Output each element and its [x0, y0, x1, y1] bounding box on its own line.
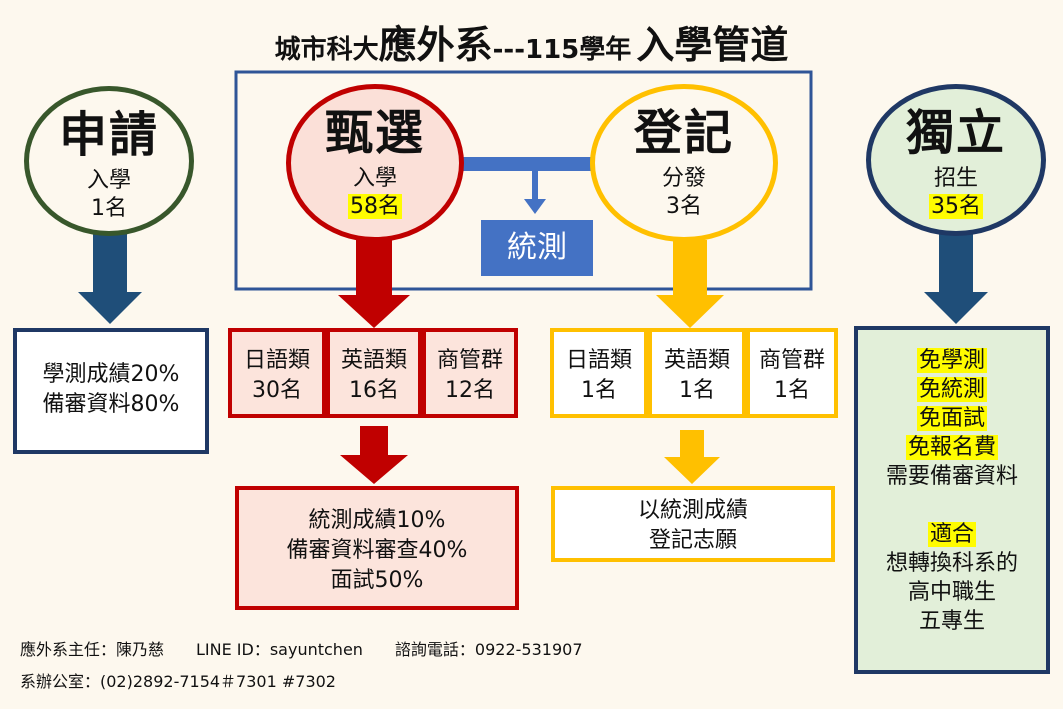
channel-registration-name: 登記: [633, 105, 734, 161]
channel-registration-sub: 分發: [661, 166, 706, 191]
arrow-registration: [656, 240, 724, 328]
registration-criteria-box: 以統測成績 登記志願: [551, 486, 835, 562]
title-prefix: 城市科大: [274, 35, 379, 65]
registration-group: 商管群 1名: [746, 328, 838, 418]
independent-benefit: 免學測: [916, 348, 987, 373]
connector-stem: [532, 171, 538, 201]
channel-selection-quota: 58名: [348, 194, 402, 219]
footer-contact: 應外系主任：陳乃慈 LINE ID：sayuntchen 諮詢電話：0922-5…: [20, 636, 583, 660]
channel-application-name: 申請: [58, 107, 159, 163]
selection-group: 商管群 12名: [422, 328, 518, 418]
selection-criteria-box: 統測成績10% 備審資料審查40% 面試50%: [235, 486, 519, 610]
registration-criterion: 登記志願: [648, 528, 737, 553]
application-criteria-box: 學測成績20% 備審資料80%: [13, 328, 209, 454]
channel-application-sub: 入學: [86, 168, 131, 193]
selection-group-name: 英語類: [340, 348, 407, 373]
selection-group-quota: 12名: [445, 378, 495, 403]
independent-benefit: 免面試: [916, 406, 987, 431]
registration-group-quota: 1名: [774, 378, 810, 403]
title-dept: 應外系: [378, 23, 493, 67]
arrow-registration-criteria: [664, 430, 720, 484]
selection-group: 日語類 30名: [228, 328, 326, 418]
independent-requirement: 需要備審資料: [885, 464, 1018, 489]
selection-group-name: 商管群: [436, 348, 503, 373]
page-title: 城市科大應外系---115學年 入學管道: [0, 14, 1063, 69]
arrow-application: [78, 232, 142, 324]
channel-application: 申請 入學 1名: [24, 86, 194, 236]
registration-group: 英語類 1名: [648, 328, 746, 418]
independent-benefit: 免報名費: [905, 435, 998, 460]
arrow-selection-criteria: [340, 426, 408, 484]
selection-group-name: 日語類: [243, 348, 310, 373]
selection-criterion: 備審資料審查40%: [286, 538, 468, 563]
channel-application-quota: 1名: [91, 196, 127, 221]
connector-bar: [460, 157, 595, 171]
unified-exam-box: 統測: [481, 220, 593, 276]
channel-independent-quota: 35名: [929, 194, 983, 219]
channel-registration: 登記 分發 3名: [590, 84, 778, 242]
registration-group: 日語類 1名: [550, 328, 648, 418]
channel-independent-name: 獨立: [905, 105, 1006, 161]
title-suffix: 入學管道: [636, 23, 789, 67]
independent-notes-box: 免學測 免統測 免面試 免報名費 需要備審資料 適合 想轉換科系的 高中職生 五…: [854, 326, 1050, 674]
channel-independent-sub: 招生: [933, 166, 978, 191]
selection-group-quota: 16名: [349, 378, 399, 403]
selection-group-quota: 30名: [252, 378, 302, 403]
independent-suitable-for: 高中職生: [907, 580, 996, 605]
channel-registration-quota: 3名: [666, 194, 702, 219]
selection-criterion: 面試50%: [330, 568, 424, 593]
registration-group-name: 英語類: [663, 348, 730, 373]
registration-group-quota: 1名: [679, 378, 715, 403]
footer-line-2: 系辦公室：(02)2892-7154＃7301 #7302: [20, 672, 336, 691]
connector-arrowhead: [524, 199, 546, 214]
title-middle: ---115學年: [492, 35, 632, 65]
footer-line-1: 應外系主任：陳乃慈 LINE ID：sayuntchen 諮詢電話：0922-5…: [20, 640, 583, 659]
channel-selection-sub: 入學: [352, 166, 397, 191]
selection-group: 英語類 16名: [326, 328, 422, 418]
arrow-independent: [924, 232, 988, 324]
application-criterion: 學測成績20%: [42, 362, 180, 387]
registration-group-name: 商管群: [758, 348, 825, 373]
independent-suitable-for: 想轉換科系的: [885, 551, 1018, 576]
channel-independent: 獨立 招生 35名: [866, 84, 1046, 236]
independent-suitable-label: 適合: [927, 522, 976, 547]
independent-benefit: 免統測: [916, 377, 987, 402]
application-criterion: 備審資料80%: [42, 392, 180, 417]
registration-criterion: 以統測成績: [637, 498, 748, 523]
selection-criterion: 統測成績10%: [308, 508, 446, 533]
channel-selection-name: 甄選: [324, 105, 425, 161]
footer-office: 系辦公室：(02)2892-7154＃7301 #7302: [20, 668, 336, 692]
arrow-selection: [338, 240, 410, 328]
registration-group-quota: 1名: [581, 378, 617, 403]
channel-selection: 甄選 入學 58名: [286, 84, 464, 242]
independent-suitable-for: 五專生: [918, 609, 985, 634]
registration-group-name: 日語類: [565, 348, 632, 373]
unified-exam-label: 統測: [507, 230, 567, 265]
unified-exam-frame: [234, 70, 813, 291]
